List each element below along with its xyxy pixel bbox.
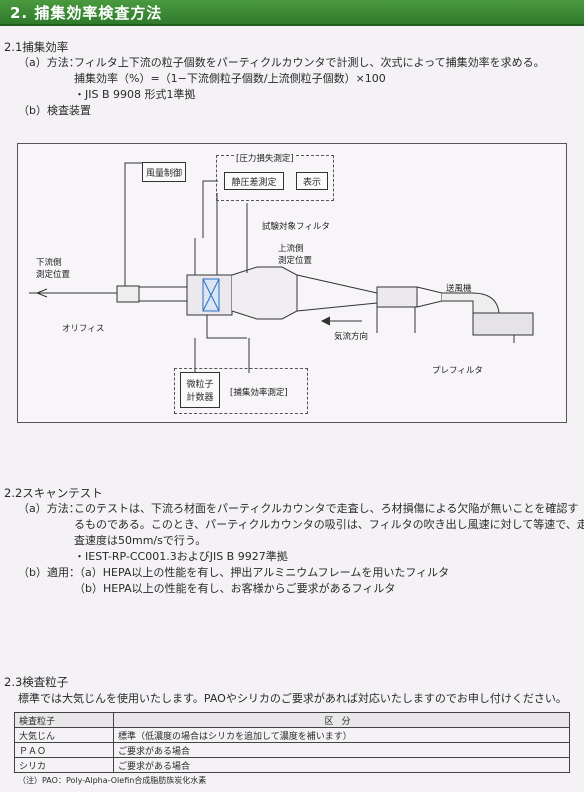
prefilter-label: プレフィルタ — [432, 366, 483, 376]
efficiency-group — [174, 368, 308, 414]
scan-text-line1: このテストは、下流ろ材面をパーティクルカウンタで走査し、ろ材損傷による欠陥が無い… — [74, 502, 579, 515]
heading-2-1: 2.1捕集効率 — [4, 40, 69, 54]
footnote: （注）PAO：Poly-Alpha-Olefin合成脂肪族炭化水素 — [18, 776, 207, 785]
standard-text: ・JIS B 9908 形式1準拠 — [74, 88, 196, 101]
pressure-loss-label: [圧力損失測定] — [236, 152, 294, 164]
efficiency-measure-label: [捕集効率測定] — [230, 388, 288, 398]
airflow-direction-label: 気流方向 — [334, 332, 369, 342]
particle-desc: 標準（低濃度の場合はシリカを追加して濃度を補います） — [113, 727, 570, 743]
table-header-row: 検査粒子 区分 — [14, 712, 570, 728]
method-label-a: （a）方法： — [18, 56, 80, 69]
scan-apply-label: （b）適用： — [18, 566, 80, 579]
particles-intro: 標準では大気じんを使用いたします。PAOやシリカのご要求があれば対応いたしますの… — [18, 692, 567, 705]
particle-name: ＰＡＯ — [14, 742, 114, 758]
col-header-category: 区分 — [113, 712, 570, 728]
particle-counter-label-2: 計数器 — [186, 393, 214, 403]
table-row: ＰＡＯ ご要求がある場合 — [14, 742, 570, 758]
table-row: シリカ ご要求がある場合 — [14, 757, 570, 773]
particle-desc: ご要求がある場合 — [113, 757, 570, 773]
upstream-label-1: 上流側 — [278, 244, 304, 254]
scan-standard: ・IEST-RP-CC001.3およびJIS B 9927準拠 — [74, 550, 288, 563]
test-filter-label: 試験対象フィルタ — [262, 222, 330, 232]
airflow-control-box: 風量制御 — [142, 162, 186, 182]
orifice-label: オリフィス — [62, 324, 105, 334]
upstream-label-2: 測定位置 — [278, 256, 313, 266]
scan-apply-item1: （a）HEPA以上の性能を有し、押出アルミニウムフレームを用いたフィルタ — [74, 566, 450, 579]
apparatus-drawing — [29, 162, 534, 373]
particle-desc: ご要求がある場合 — [113, 742, 570, 758]
particle-counter-box: 微粒子 計数器 — [180, 372, 220, 408]
heading-2-2: 2.2スキャンテスト — [4, 486, 103, 500]
scan-method-label: （a）方法： — [18, 502, 80, 515]
col-header-particle: 検査粒子 — [14, 712, 114, 728]
scan-text-line3: 査速度は50mm/sで行う。 — [74, 534, 207, 547]
display-box: 表示 — [296, 172, 328, 190]
section-header-bar: 2. 捕集効率検査方法 — [0, 0, 584, 26]
static-pressure-box: 静圧差測定 — [224, 172, 284, 190]
section-title: 2. 捕集効率検査方法 — [10, 4, 163, 22]
downstream-label-2: 測定位置 — [36, 270, 71, 280]
particle-name: 大気じん — [14, 727, 114, 743]
heading-2-3: 2.3検査粒子 — [4, 675, 69, 689]
formula-text: 捕集効率（%）=（1−下流側粒子個数/上流側粒子個数）×100 — [74, 72, 386, 85]
blower-label: 送風機 — [446, 284, 472, 294]
apparatus-label: （b）検査装置 — [18, 104, 91, 117]
particle-name: シリカ — [14, 757, 114, 773]
method-text: フィルタ上下流の粒子個数をパーティクルカウンタで計測し、次式によって捕集効率を求… — [74, 56, 545, 69]
scan-apply-item2: （b）HEPA以上の性能を有し、お客様からご要求があるフィルタ — [74, 582, 396, 595]
particle-table: 検査粒子 区分 大気じん 標準（低濃度の場合はシリカを追加して濃度を補います） … — [14, 712, 570, 773]
downstream-label-1: 下流側 — [36, 258, 62, 268]
table-row: 大気じん 標準（低濃度の場合はシリカを追加して濃度を補います） — [14, 727, 570, 743]
scan-text-line2: るものである。このとき、パーティクルカウンタの吸引は、フィルタの吹き出し風速に対… — [74, 518, 584, 531]
particle-counter-label-1: 微粒子 — [186, 380, 214, 390]
